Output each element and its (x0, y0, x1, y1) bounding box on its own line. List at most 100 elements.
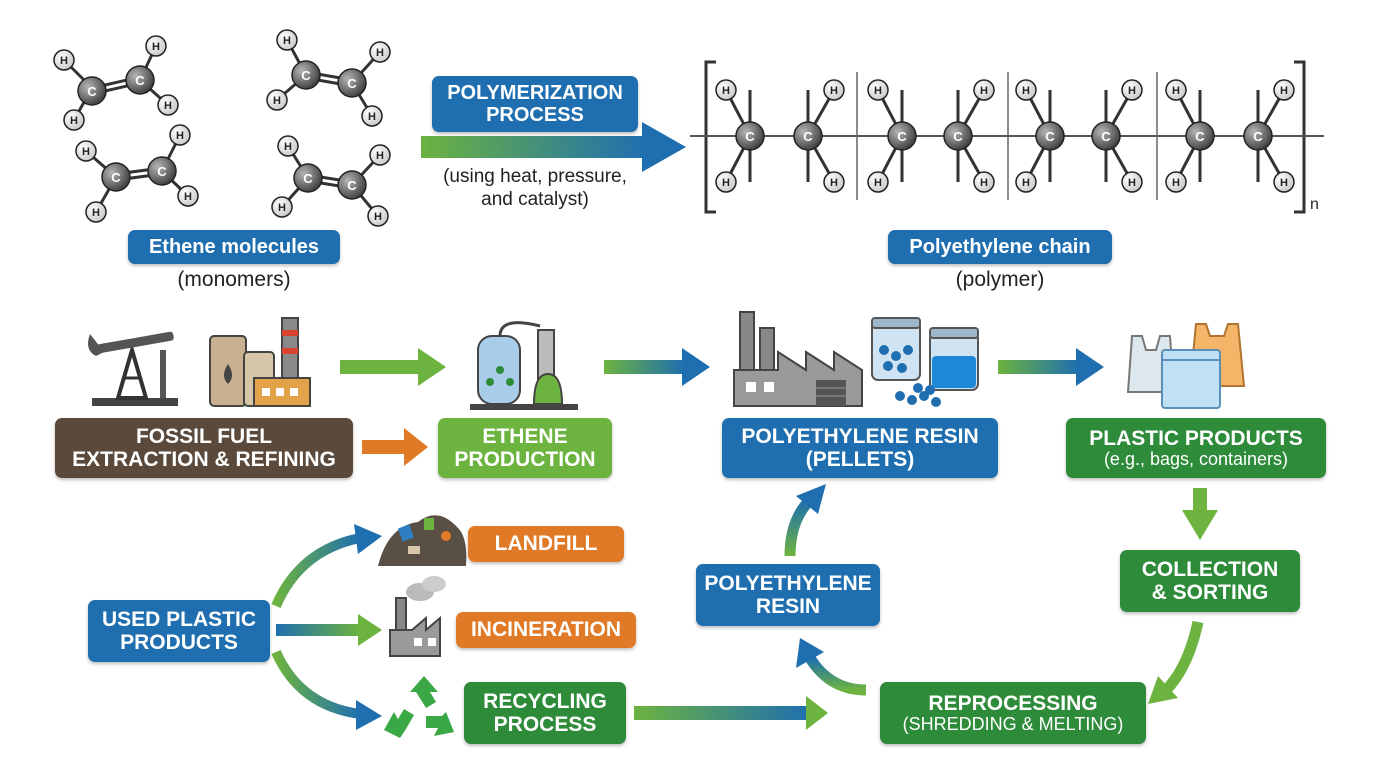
svg-text:H: H (1280, 177, 1288, 189)
svg-text:H: H (722, 85, 730, 97)
svg-text:H: H (376, 47, 384, 59)
chemical-plant-icon (470, 321, 578, 410)
refinery-icon (209, 317, 311, 407)
svg-text:H: H (283, 35, 291, 47)
svg-text:H: H (164, 100, 172, 112)
carbon-atom: C (147, 156, 177, 186)
plastic-products-box: PLASTIC PRODUCTS(e.g., bags, containers) (1066, 418, 1326, 478)
svg-text:H: H (1172, 177, 1180, 189)
svg-text:C: C (347, 178, 357, 193)
arrow-recycling-to-reprocessing (634, 696, 828, 730)
recycle-icon (384, 676, 454, 738)
collection-sorting-box: COLLECTION& SORTING (1120, 550, 1300, 612)
incinerator-icon (389, 576, 446, 657)
hydrogen-atom: H (145, 35, 167, 57)
svg-text:C: C (953, 129, 963, 144)
hydrogen-atom: H (367, 205, 389, 227)
hydrogen-atom: H (271, 196, 293, 218)
hydrogen-atom: H (85, 201, 107, 223)
svg-text:H: H (722, 177, 730, 189)
polyethylene-chain (690, 60, 1324, 214)
oil-pump-icon (88, 331, 178, 406)
hydrogen-atom: H (157, 94, 179, 116)
polyethylene-chain-label: Polyethylene chain (888, 230, 1112, 264)
svg-text:H: H (1128, 177, 1136, 189)
carbon-atom: C (101, 162, 131, 192)
svg-text:H: H (273, 95, 281, 107)
svg-text:H: H (82, 146, 90, 158)
svg-text:C: C (301, 68, 311, 83)
hydrogen-atom: H (715, 171, 737, 193)
hydrogen-atom: H (75, 140, 97, 162)
svg-text:H: H (980, 85, 988, 97)
carbon-atom: C (337, 68, 367, 98)
svg-text:C: C (111, 170, 121, 185)
hydrogen-atom: H (1015, 79, 1037, 101)
carbon-atom: C (735, 121, 765, 151)
svg-text:H: H (284, 141, 292, 153)
incineration-box: INCINERATION (456, 612, 636, 648)
landfill-icon (378, 515, 467, 566)
hydrogen-atom: H (973, 171, 995, 193)
hydrogen-atom: H (63, 109, 85, 131)
hydrogen-atom: H (169, 124, 191, 146)
polymer-caption: (polymer) (955, 268, 1045, 291)
hydrogen-atom: H (1273, 79, 1295, 101)
arrow-resin-to-pellets (784, 484, 826, 557)
svg-text:C: C (745, 129, 755, 144)
hydrogen-atom: H (1165, 171, 1187, 193)
carbon-atom: C (77, 76, 107, 106)
svg-text:C: C (897, 129, 907, 144)
svg-text:H: H (176, 130, 184, 142)
svg-text:C: C (87, 84, 97, 99)
ethene-molecules-label: Ethene molecules (128, 230, 340, 264)
hydrogen-atom: H (1165, 79, 1187, 101)
svg-text:H: H (278, 202, 286, 214)
svg-text:H: H (874, 177, 882, 189)
carbon-atom: C (293, 163, 323, 193)
svg-text:H: H (1280, 85, 1288, 97)
arrow-ethene-to-resin (604, 348, 710, 386)
process-conditions-caption: (using heat, pressure,and catalyst) (443, 166, 627, 210)
hydrogen-atom: H (1015, 171, 1037, 193)
svg-text:C: C (1253, 129, 1263, 144)
hydrogen-atom: H (1121, 79, 1143, 101)
svg-text:H: H (376, 150, 384, 162)
hydrogen-atom: H (973, 79, 995, 101)
hydrogen-atom: H (369, 41, 391, 63)
plastic-bags-icon (1126, 323, 1246, 409)
carbon-atom: C (1091, 121, 1121, 151)
arrow-fossil-to-ethene-top (340, 348, 446, 386)
carbon-atom: C (125, 65, 155, 95)
svg-text:H: H (874, 85, 882, 97)
arrow-used-to-landfill (271, 524, 382, 609)
svg-text:H: H (184, 191, 192, 203)
svg-text:H: H (1022, 177, 1030, 189)
carbon-atom: C (1035, 121, 1065, 151)
hydrogen-atom: H (867, 171, 889, 193)
landfill-box: LANDFILL (468, 526, 624, 562)
svg-text:C: C (347, 76, 357, 91)
polymerization-arrow (421, 122, 686, 172)
hydrogen-atom: H (266, 89, 288, 111)
polyethylene-resin-pellets-box: POLYETHYLENE RESIN(PELLETS) (722, 418, 998, 478)
svg-text:C: C (1101, 129, 1111, 144)
ethene-monomers-caption: (monomers) (177, 268, 291, 291)
hydrogen-atom: H (277, 135, 299, 157)
factory-icon (733, 311, 863, 407)
carbon-atom: C (1243, 121, 1273, 151)
svg-text:H: H (830, 177, 838, 189)
arrow-collection-to-reprocessing (1148, 620, 1204, 704)
svg-text:H: H (92, 207, 100, 219)
svg-text:C: C (157, 164, 167, 179)
svg-text:C: C (1045, 129, 1055, 144)
svg-text:H: H (980, 177, 988, 189)
svg-text:H: H (60, 55, 68, 67)
hydrogen-atom: H (369, 144, 391, 166)
svg-text:H: H (152, 41, 160, 53)
arrow-resin-to-products (998, 348, 1104, 386)
